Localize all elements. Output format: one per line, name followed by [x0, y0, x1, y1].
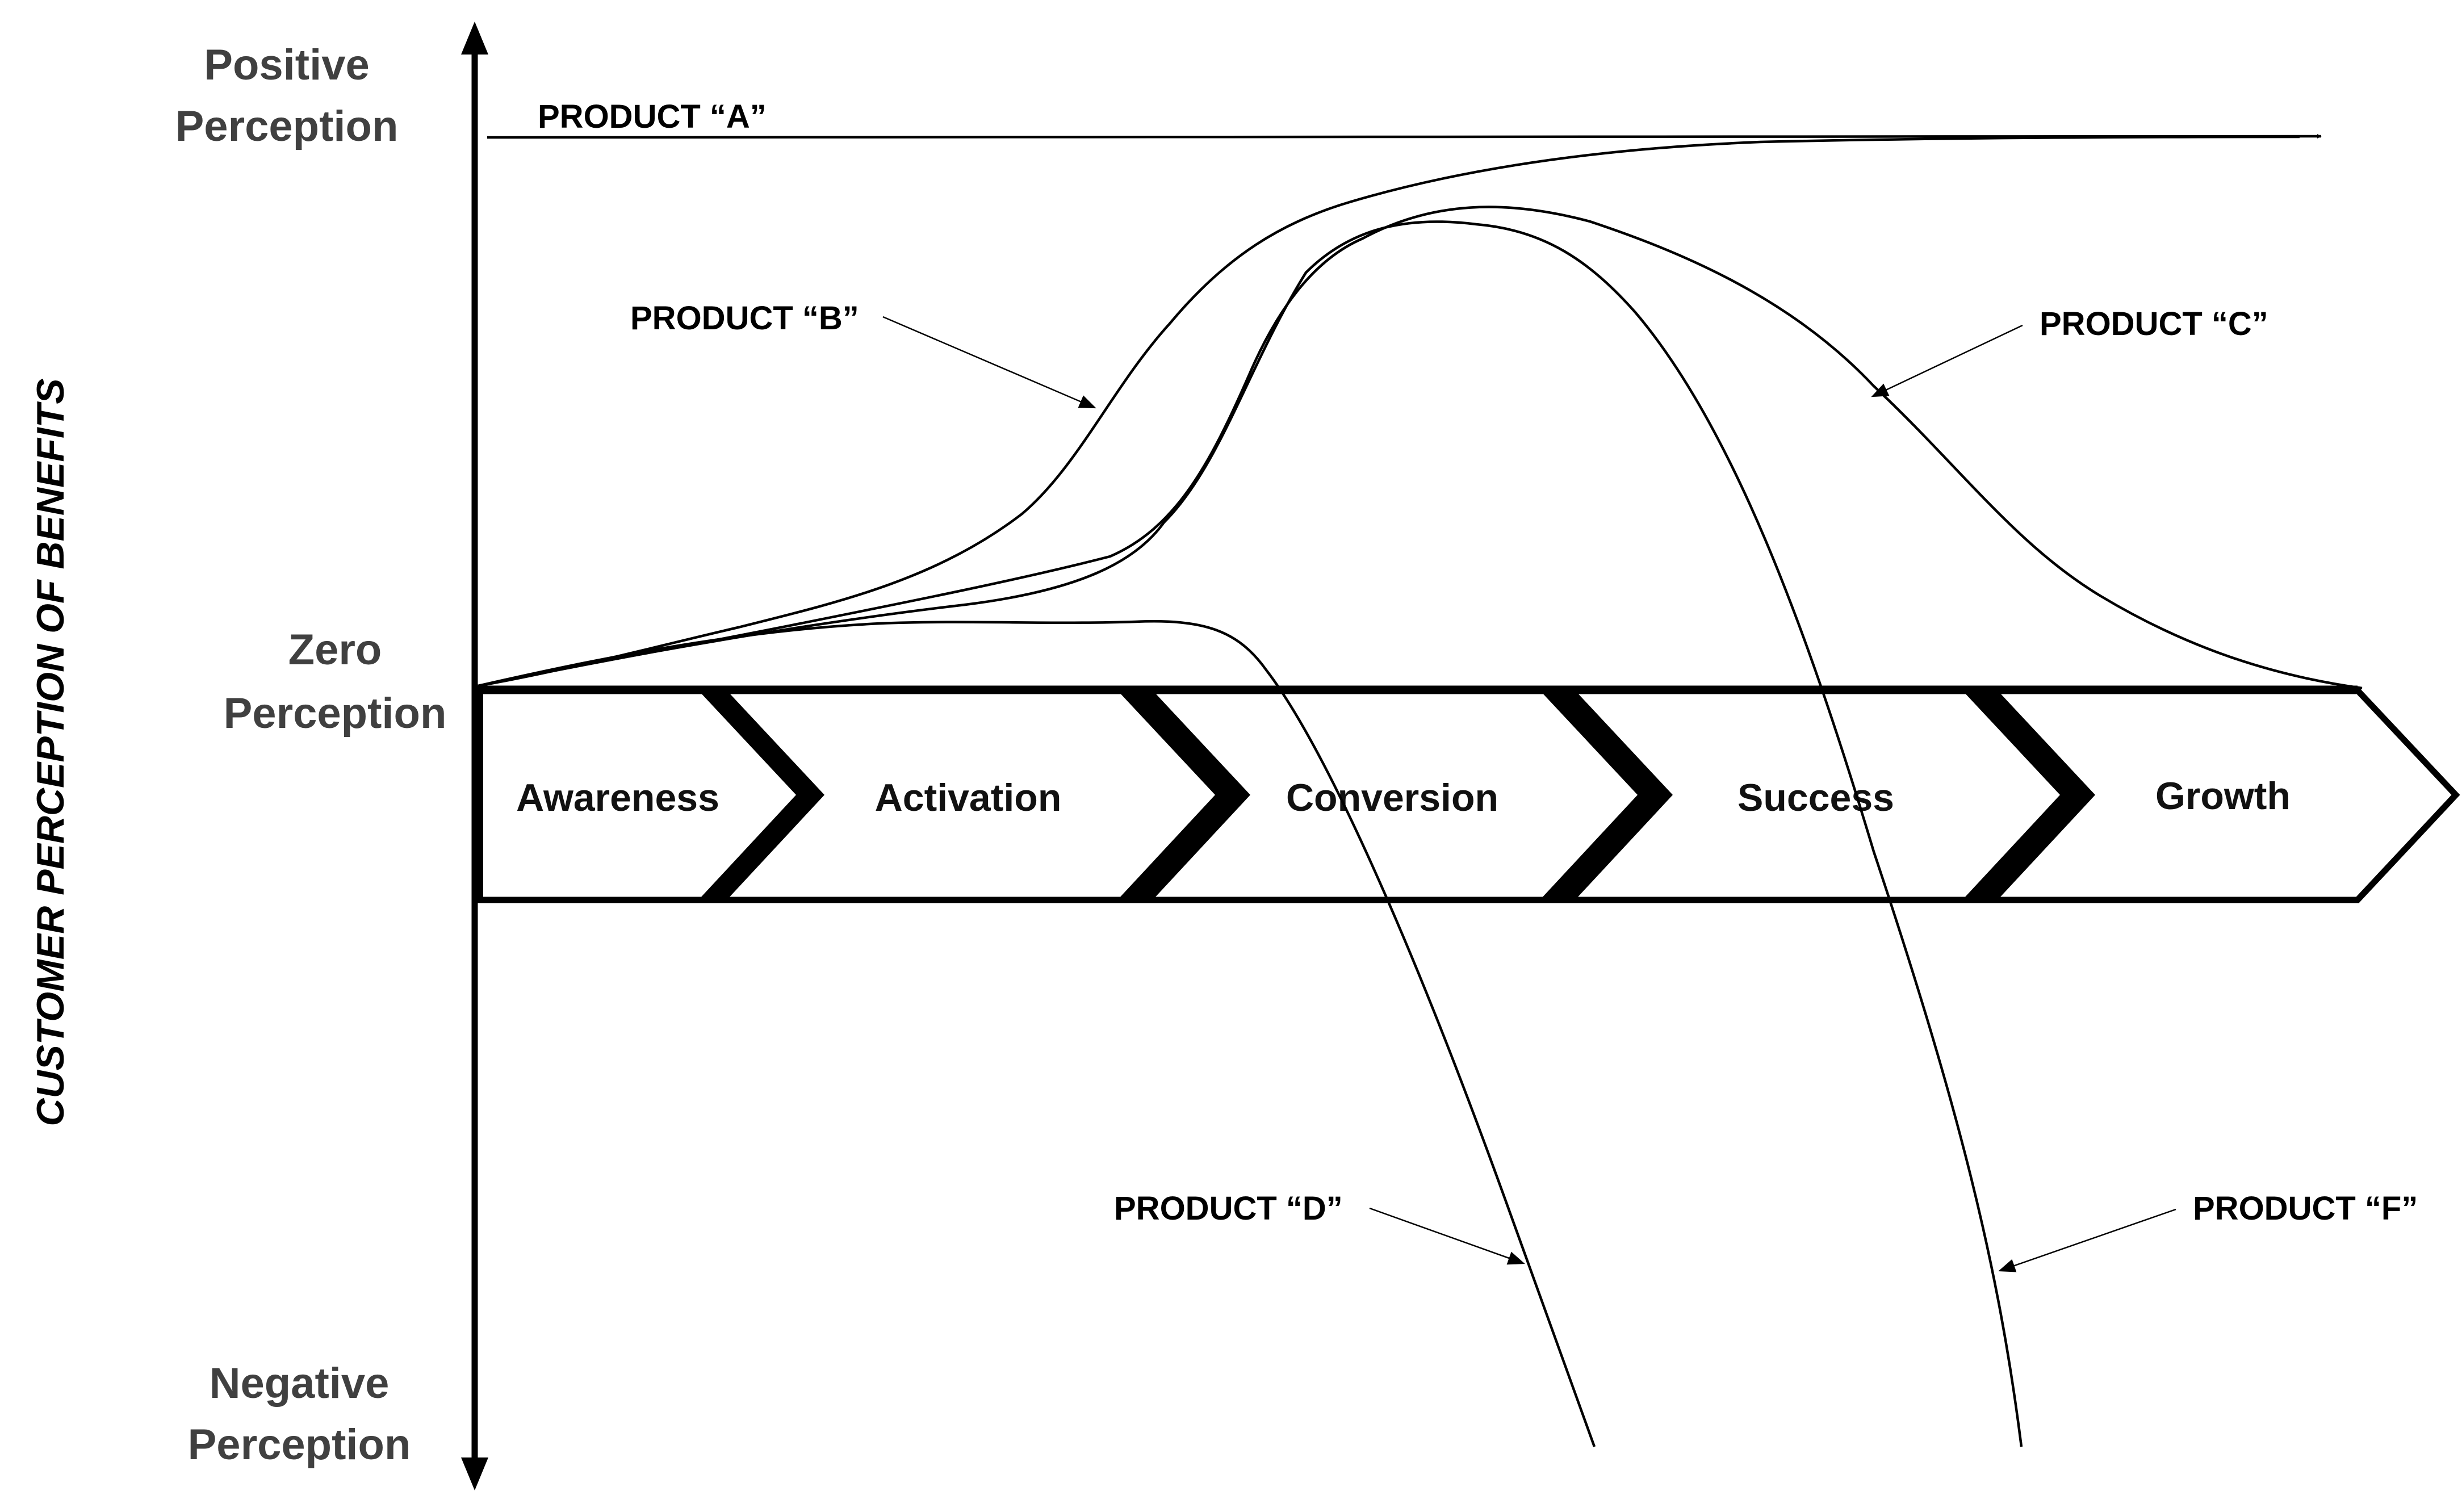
stage-label-growth: Growth: [2155, 774, 2291, 818]
product-c-pointer: [1871, 324, 2023, 397]
product-f-label: PRODUCT “F”: [2193, 1190, 2418, 1227]
axis-arrowhead-top: [461, 22, 488, 55]
vertical-axis-title: CUSTOMER PERCEPTION OF BENEFITS: [29, 378, 72, 1126]
positive-perception-label-line2: Perception: [175, 102, 399, 150]
product-a-label: PRODUCT “A”: [538, 98, 767, 135]
axis-arrowhead-bottom: [461, 1457, 488, 1490]
stage-separator-4: [1962, 690, 2095, 900]
product-a-line: [487, 134, 2322, 139]
product-b-curve: [478, 135, 2300, 688]
stage-separator-1: [698, 690, 824, 900]
product-b-label: PRODUCT “B”: [630, 300, 859, 337]
negative-perception-label-line2: Perception: [188, 1421, 411, 1469]
stage-chevron-band: [475, 685, 2460, 903]
zero-perception-label-line2: Perception: [224, 689, 447, 738]
stage-label-activation: Activation: [875, 776, 1062, 819]
positive-perception-label-line1: Positive: [204, 41, 369, 89]
stage-label-conversion: Conversion: [1286, 776, 1498, 819]
stage-label-success: Success: [1737, 776, 1894, 819]
product-curves: [478, 134, 2363, 1447]
product-c-label: PRODUCT “C”: [2040, 305, 2268, 342]
stage-label-awareness: Awareness: [516, 776, 719, 819]
negative-perception-label-line1: Negative: [210, 1359, 390, 1408]
product-f-pointer: [1998, 1208, 2176, 1272]
product-d-label: PRODUCT “D”: [1114, 1190, 1343, 1227]
stage-labels: Awareness Activation Conversion Success …: [516, 774, 2291, 819]
stage-separator-3: [1540, 690, 1673, 900]
product-d-pointer: [1369, 1207, 1525, 1265]
product-b-pointer: [882, 316, 1096, 409]
stage-separator-2: [1117, 690, 1250, 900]
product-f-curve: [478, 220, 2023, 1447]
product-labels: PRODUCT “A” PRODUCT “B” PRODUCT “C” PROD…: [538, 98, 2418, 1272]
vertical-axis: [461, 22, 488, 1490]
product-c-curve: [478, 206, 2363, 690]
zero-perception-label-line1: Zero: [288, 626, 382, 674]
